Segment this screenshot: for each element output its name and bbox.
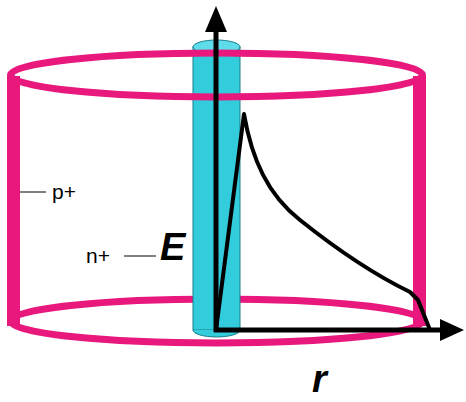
field-curve (216, 114, 430, 330)
region-label: n+ (86, 245, 110, 266)
axis-label: r (312, 360, 327, 398)
e-axis (214, 30, 219, 332)
e-axis-arrowhead (205, 6, 227, 32)
axis-label: E (160, 228, 185, 266)
n-plus-leader (124, 256, 156, 257)
region-label: p+ (52, 181, 76, 202)
r-axis (214, 328, 442, 333)
r-axis-arrowhead (440, 319, 464, 341)
p-plus-leader (20, 192, 46, 193)
p-plus-wall-left (7, 76, 20, 326)
p-plus-wall-right (413, 76, 426, 326)
